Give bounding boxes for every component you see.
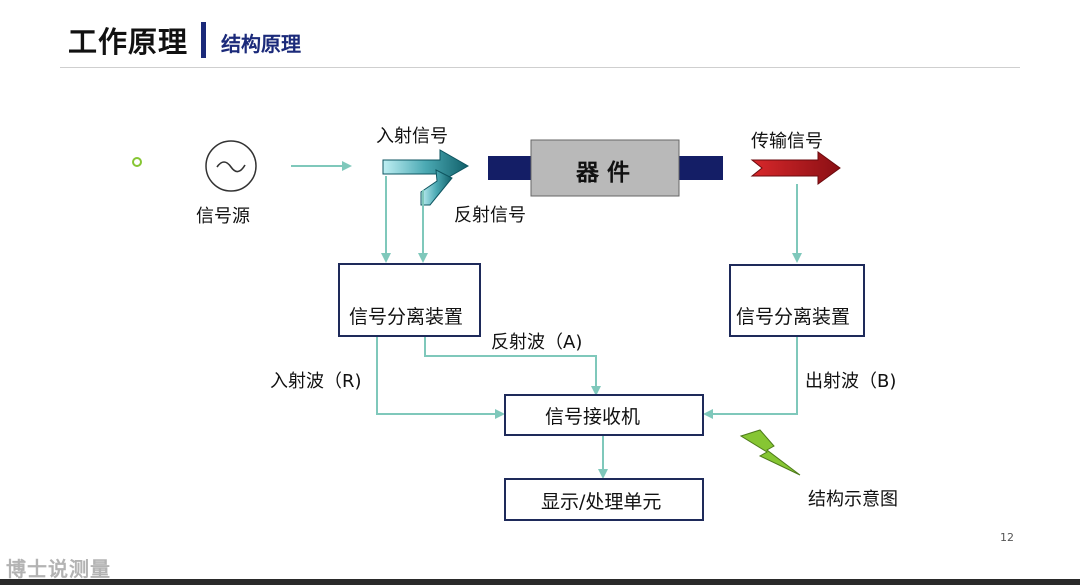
signal-source-label: 信号源 — [196, 206, 250, 227]
separator-left-label: 信号分离装置 — [349, 306, 464, 328]
device-box — [530, 139, 680, 197]
signal-separator-right — [729, 264, 865, 337]
page-title: 工作原理 — [68, 25, 189, 59]
outgoing-wave-b-path — [703, 337, 798, 419]
watermark: 博士说测量 — [6, 557, 111, 581]
bullet-dot — [132, 157, 142, 167]
display-unit-label: 显示/处理单元 — [541, 491, 662, 513]
transmitted-signal-label: 传输信号 — [751, 131, 823, 152]
page-subtitle: 结构原理 — [221, 32, 301, 56]
reflected-signal-label: 反射信号 — [454, 205, 526, 226]
header-rule — [60, 67, 1020, 68]
incident-reflected-arrow-icon — [382, 149, 470, 206]
bottom-bar — [0, 579, 1080, 585]
device-left-connector — [488, 156, 533, 180]
outgoing-wave-b-label: 出射波（B) — [805, 371, 897, 392]
title-divider — [201, 22, 206, 58]
reflected-wave-a-label: 反射波（A) — [491, 332, 583, 353]
transmitted-arrow-icon — [750, 151, 841, 185]
signal-separator-left — [338, 263, 481, 337]
page-number: 12 — [1000, 531, 1014, 544]
diagram-caption: 结构示意图 — [808, 489, 898, 510]
incident-wave-r-label: 入射波（R) — [270, 371, 362, 392]
device-label: 器 件 — [576, 160, 631, 186]
receiver-label: 信号接收机 — [545, 406, 641, 428]
device-right-connector — [678, 156, 723, 180]
incident-wave-r-path — [376, 337, 505, 419]
reflected-wave-a-path — [424, 337, 601, 396]
separator-right-label: 信号分离装置 — [736, 306, 851, 328]
signal-receiver — [504, 394, 704, 436]
display-processing-unit — [504, 478, 704, 521]
signal-source-icon — [205, 140, 257, 192]
incident-signal-label: 入射信号 — [376, 126, 448, 147]
lightning-icon — [739, 429, 801, 476]
